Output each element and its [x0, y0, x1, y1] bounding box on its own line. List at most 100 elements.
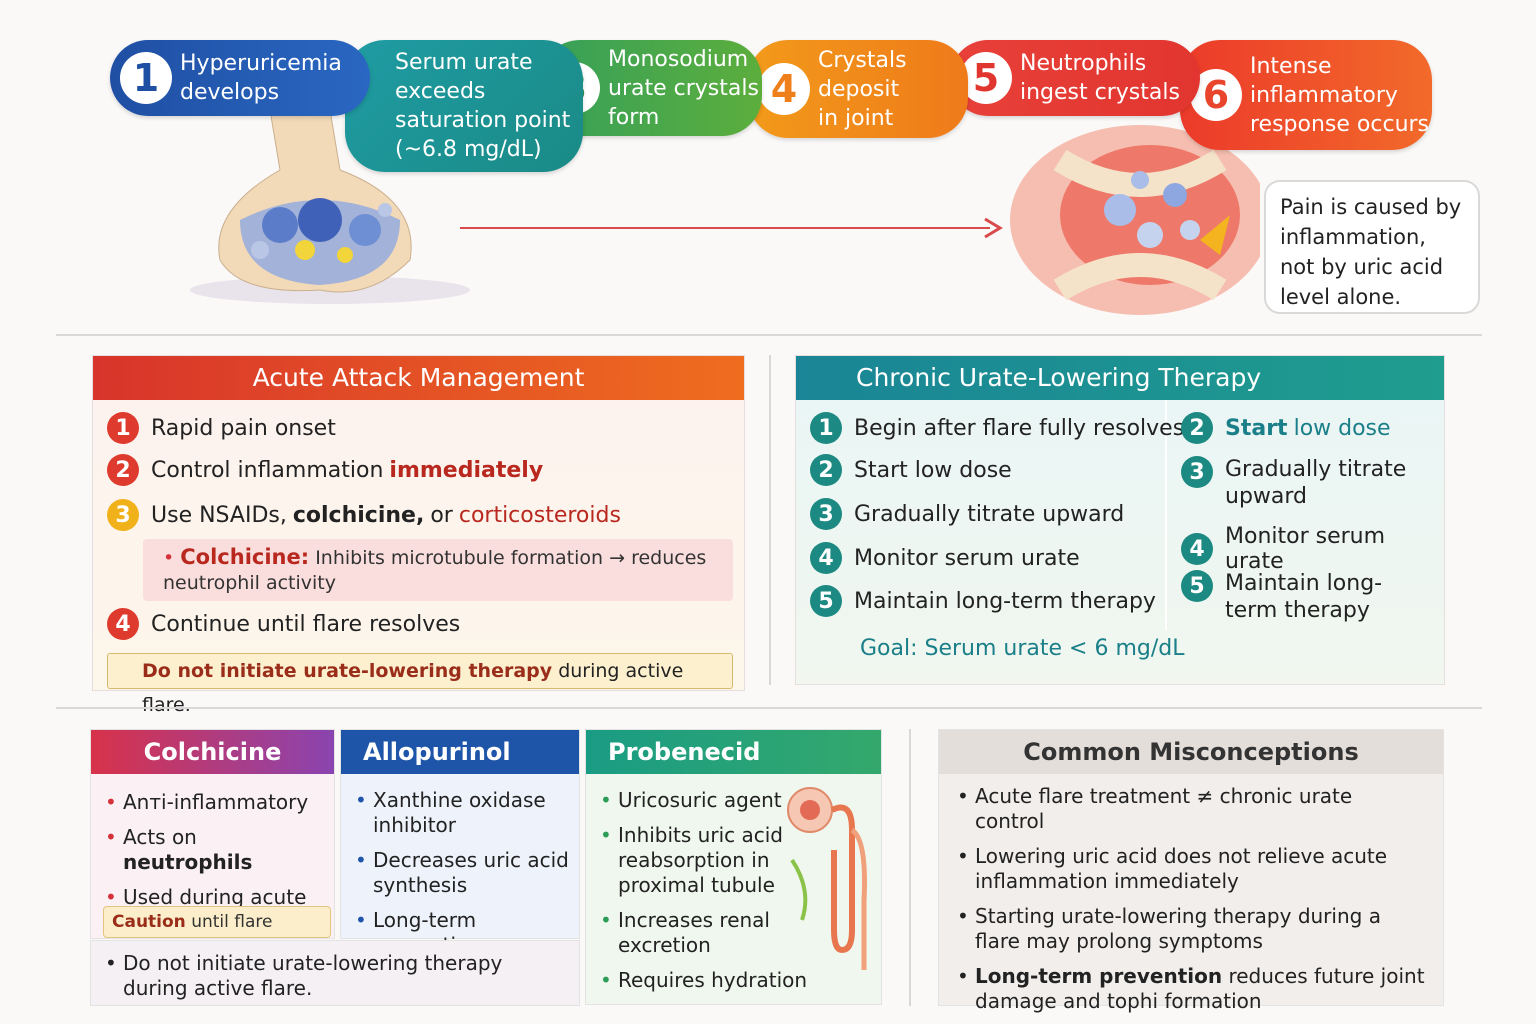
- list-item: Increases renal excretion: [600, 908, 840, 958]
- step-text: Neutrophils ingest crystals: [1020, 51, 1180, 105]
- item-text: Rapid pain onset: [151, 415, 336, 441]
- warning-rest: during active flare.: [142, 660, 684, 716]
- number-badge: 1: [810, 412, 842, 444]
- item-text: Control inflammation: [151, 457, 384, 483]
- number-badge: 2: [810, 454, 842, 486]
- item-text: Start low dose: [854, 457, 1012, 483]
- warning-box: Do not initiate urate-lowering therapy d…: [107, 653, 733, 716]
- number-badge: 2: [1181, 412, 1213, 444]
- item-text: Monitor serum urate: [1225, 524, 1386, 574]
- chronic-right-item-2: 2 Start low dose: [1181, 412, 1391, 444]
- chronic-left-item-3: 3 Gradually titrate upward: [810, 498, 1124, 530]
- section-divider: [56, 707, 1482, 709]
- chronic-left-item-5: 5 Maintain long-term therapy: [810, 585, 1156, 617]
- allopurinol-card: Allopurinol Xanthine oxidase inhibitor D…: [340, 729, 580, 957]
- item-emphasis: immediately: [389, 457, 544, 483]
- step-text: Monosodium urate crystals form: [608, 46, 759, 130]
- number-badge: 5: [1181, 570, 1213, 602]
- column-divider: [769, 355, 771, 685]
- section-divider: [56, 334, 1482, 336]
- item-text: Maintain long-term therapy: [1225, 571, 1383, 623]
- chronic-right-item-4: 4 Monitor serum urate: [1181, 524, 1444, 574]
- item-text: Continue until flare resolves: [151, 611, 461, 637]
- number-badge: 4: [810, 542, 842, 574]
- pathway-step-4: 4 Crystals deposit in joint: [748, 40, 968, 138]
- item-emphasis: Start: [1225, 415, 1288, 441]
- caution-box: Caution until flare resolves: [103, 906, 331, 962]
- step-text: Serum urate exceeds saturation point (~6…: [395, 50, 571, 162]
- chronic-right-item-3: 3 Gradually titrate upward: [1181, 456, 1431, 510]
- list-item: Long-term prevention reduces future join…: [957, 964, 1427, 1014]
- number-badge: 3: [1181, 456, 1213, 488]
- step-text: Crystals deposit in joint: [818, 47, 907, 131]
- pathway-step-3: 3 Monosodium urate crystals form: [540, 40, 762, 136]
- item-text-connector: or: [430, 502, 453, 528]
- list-item: Uricosuric agent: [600, 788, 840, 813]
- number-badge: 3: [107, 499, 139, 531]
- colchicine-detail-box: • Colchicine: Inhibits microtubule forma…: [143, 539, 733, 601]
- list-item-emphasis: neutrophils: [123, 850, 253, 874]
- step-number: 4: [758, 63, 810, 115]
- probenecid-list: Uricosuric agent Inhibits uric acid reab…: [600, 788, 840, 1003]
- pain-cause-note: Pain is caused by inflammation, not by u…: [1264, 180, 1480, 314]
- list-item: Requires hydration: [600, 968, 840, 993]
- list-item: Do not initiate urate-lowering therapy d…: [105, 951, 555, 1001]
- list-item-text: reduces future joint damage and tophi fo…: [975, 964, 1425, 1013]
- pathway-step-1: 1 Hyperuricemia develops: [110, 40, 370, 116]
- list-item: Starting urate-lowering therapy during a…: [957, 904, 1427, 954]
- card-title: Probenecid: [586, 730, 881, 774]
- colchicine-label: Colchicine:: [180, 545, 310, 569]
- number-badge: 4: [107, 608, 139, 640]
- card-title: Allopurinol: [341, 730, 579, 774]
- chronic-therapy-panel: Chronic Urate-Lowering Therapy 1 Begin a…: [795, 355, 1445, 685]
- nephron-icon: [787, 787, 867, 970]
- step-text: Hyperuricemia develops: [180, 51, 342, 105]
- acute-item-3: 3 Use NSAIDs, colchicine, or corticoster…: [107, 499, 621, 531]
- pathway-arrow: [460, 217, 1003, 239]
- pathway-step-5: 5 Neutrophils ingest crystals: [950, 40, 1200, 116]
- pathway-step-2: Serum urate exceeds saturation point (~6…: [345, 40, 583, 172]
- colchicine-card: Colchicine Anтi-inflammatory Acts on neu…: [90, 729, 335, 962]
- probenecid-card: Probenecid Uricosuric agent Inhibits uri…: [585, 729, 882, 1005]
- number-badge: 5: [810, 585, 842, 617]
- number-badge: 2: [107, 454, 139, 486]
- list-item-emphasis: Long-term prevention: [975, 964, 1223, 988]
- item-text: Gradually titrate upward: [854, 501, 1125, 527]
- step-number: 1: [120, 52, 172, 104]
- list-item: Xanthine oxidase inhibitor: [355, 788, 575, 838]
- item-emphasis: colchicine,: [292, 502, 425, 528]
- list-item: Lowering uric acid does not relieve acut…: [957, 844, 1427, 894]
- warning-strong: Do not initiate urate-lowering therapy: [142, 660, 553, 682]
- bullet: •: [163, 547, 175, 569]
- chronic-right-item-5: 5 Maintain long-term therapy: [1181, 570, 1431, 624]
- item-text: Use NSAIDs,: [151, 502, 287, 528]
- number-badge: 1: [107, 412, 139, 444]
- column-divider: [909, 729, 911, 1006]
- card-title: Common Misconceptions: [939, 730, 1443, 774]
- item-text: Maintain long-term therapy: [854, 588, 1156, 614]
- item-text-end: corticosteroids: [458, 502, 621, 528]
- chronic-left-item-4: 4 Monitor serum urate: [810, 542, 1080, 574]
- misconceptions-card: Common Misconceptions Acute flare treatm…: [938, 729, 1444, 1013]
- column-separator: [1165, 400, 1167, 630]
- list-item-text: Acts on: [123, 825, 197, 849]
- inflamed-joint-illustration: [1010, 125, 1260, 315]
- acute-attack-panel: Acute Attack Management 1 Rapid pain ons…: [92, 355, 745, 716]
- item-text: Monitor serum urate: [854, 545, 1080, 571]
- chronic-left-item-2: 2 Start low dose: [810, 454, 1012, 486]
- step-number: 5: [960, 52, 1012, 104]
- panel-title: Chronic Urate-Lowering Therapy: [796, 356, 1444, 400]
- goal-text: Goal: Serum urate < 6 mg/dL: [860, 636, 1185, 661]
- card-title: Colchicine: [91, 730, 334, 774]
- acute-item-1: 1 Rapid pain onset: [107, 412, 336, 444]
- caution-strong: Caution: [112, 912, 186, 932]
- misconceptions-list: Acute flare treatment ≠ chronic urate co…: [957, 784, 1427, 1024]
- colchicine-text: Inhibits microtubule formation → reduces…: [163, 547, 707, 594]
- chronic-left-item-1: 1 Begin after flare fully resolves: [810, 412, 1184, 444]
- number-badge: 3: [810, 498, 842, 530]
- pathway-step-6: 6 Intense inflammatory response occurs: [1180, 40, 1432, 150]
- list-item: Decreases uric acid synthesis: [355, 848, 575, 898]
- acute-item-2: 2 Control inflammation immediately: [107, 454, 543, 486]
- panel-title: Acute Attack Management: [93, 356, 744, 400]
- list-item: Inhibits uric acid reabsorption in proxi…: [600, 823, 840, 898]
